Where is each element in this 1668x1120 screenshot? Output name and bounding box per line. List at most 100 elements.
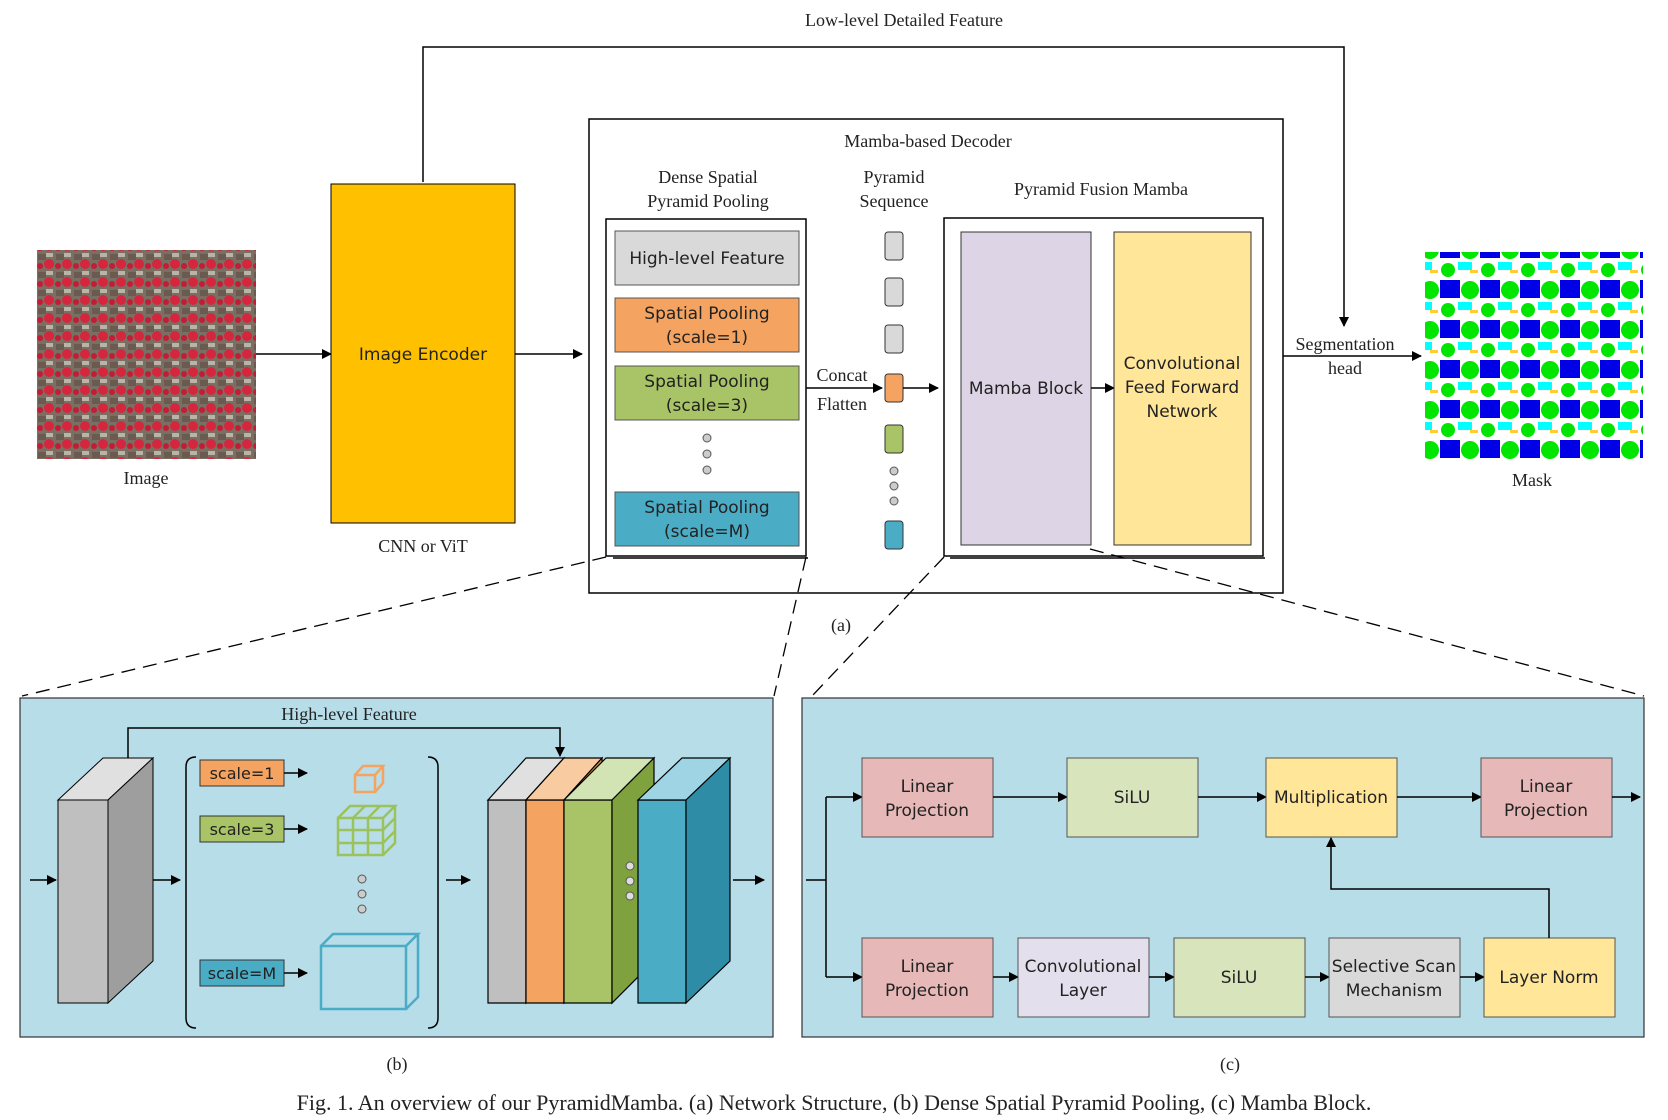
scaleM-cuboid bbox=[319, 932, 422, 1011]
pooling-scale1-box bbox=[614, 297, 800, 353]
ellipsis-dot bbox=[357, 874, 367, 884]
ellipsis-dot bbox=[889, 481, 899, 491]
cffn-line2: Feed Forward bbox=[1125, 378, 1239, 398]
image-encoder-label: Image Encoder bbox=[359, 345, 487, 365]
high-level-skip-arrow bbox=[127, 727, 565, 758]
layer-norm-label: Layer Norm bbox=[1499, 968, 1598, 988]
ellipsis-dot bbox=[702, 465, 712, 475]
right-bracket bbox=[427, 756, 439, 1029]
sequence-token-orange bbox=[884, 373, 904, 403]
scaleM-label: scale=M bbox=[208, 964, 276, 983]
linear-projection-out bbox=[1480, 757, 1613, 838]
left-bracket bbox=[185, 756, 197, 1029]
scale1-label: scale=1 bbox=[210, 764, 275, 783]
ellipsis-dot bbox=[625, 876, 635, 886]
multiplication-label: Multiplication bbox=[1274, 788, 1388, 808]
mask-label: Mask bbox=[1512, 470, 1552, 490]
scale1-cube-side bbox=[374, 766, 385, 793]
pfm-box bbox=[943, 217, 1264, 557]
selective-scan-box bbox=[1328, 937, 1461, 1018]
sub-label-a: (a) bbox=[831, 615, 851, 636]
input-cuboid-side bbox=[107, 756, 154, 1005]
pooling-scaleM-box bbox=[614, 491, 800, 547]
zoom-line-b-left bbox=[21, 556, 607, 697]
ssm-line2: Mechanism bbox=[1346, 981, 1443, 1001]
ellipsis-dot bbox=[625, 861, 635, 871]
pooling-scaleM-line1: Spatial Pooling bbox=[644, 498, 769, 518]
dspp-title-line2: Pyramid Pooling bbox=[647, 191, 769, 211]
sequence-token-blue bbox=[884, 520, 904, 550]
high-level-feature-box bbox=[614, 230, 800, 286]
sequence-token-green bbox=[884, 424, 904, 454]
aerial-image bbox=[37, 250, 256, 459]
ellipsis-dot bbox=[702, 433, 712, 443]
zoom-line-b-right bbox=[773, 556, 807, 697]
pooling-scale1-line1: Spatial Pooling bbox=[644, 304, 769, 324]
sequence-token-gray bbox=[884, 277, 904, 307]
pooling-scale3-line2: (scale=3) bbox=[666, 396, 748, 416]
seg-head-line1: Segmentation bbox=[1296, 334, 1395, 354]
flatten-label: Flatten bbox=[817, 394, 867, 414]
pooling-scaleM-line2: (scale=M) bbox=[664, 522, 750, 542]
convolutional-layer-box bbox=[1017, 937, 1150, 1018]
ellipsis-dot bbox=[702, 449, 712, 459]
image-label: Image bbox=[124, 468, 169, 488]
mamba-block-label: Mamba Block bbox=[969, 379, 1083, 399]
lin-proj-bottom-line2: Projection bbox=[885, 981, 969, 1001]
layer-norm-to-multiplication-arrow bbox=[1326, 837, 1550, 938]
lin-proj-bottom-line1: Linear bbox=[901, 957, 954, 977]
multiplication-box bbox=[1265, 757, 1398, 838]
ssm-line1: Selective Scan bbox=[1332, 957, 1456, 977]
cffn-line1: Convolutional bbox=[1124, 354, 1241, 374]
mask-image bbox=[1425, 252, 1643, 461]
mamba-block-box bbox=[960, 231, 1092, 546]
lin-proj-out-line2: Projection bbox=[1504, 801, 1588, 821]
conv-layer-line2: Layer bbox=[1059, 981, 1106, 1001]
input-cuboid-front bbox=[57, 799, 109, 1004]
zoom-line-c-left bbox=[811, 556, 945, 697]
dspp-title-line1: Dense Spatial bbox=[658, 167, 757, 187]
lin-proj-top-line1: Linear bbox=[901, 777, 954, 797]
sequence-token-gray bbox=[884, 324, 904, 354]
ellipsis-dot bbox=[625, 891, 635, 901]
sub-label-b: (b) bbox=[387, 1054, 408, 1075]
linear-projection-top bbox=[861, 757, 994, 838]
pooling-scale3-line1: Spatial Pooling bbox=[644, 372, 769, 392]
lin-proj-top-line2: Projection bbox=[885, 801, 969, 821]
scale1-tag bbox=[199, 759, 285, 787]
cffn-box bbox=[1113, 231, 1252, 546]
scale3-grid-cube bbox=[336, 804, 399, 857]
seg-head-line2: head bbox=[1328, 358, 1362, 378]
ellipsis-dot bbox=[889, 496, 899, 506]
silu-top bbox=[1066, 757, 1199, 838]
silu-bottom-label: SiLU bbox=[1221, 968, 1258, 988]
pooling-scale3-box bbox=[614, 365, 800, 421]
ellipsis-dot bbox=[357, 904, 367, 914]
linear-projection-bottom bbox=[861, 937, 994, 1018]
scale1-cube-top bbox=[354, 764, 386, 776]
scale3-label: scale=3 bbox=[210, 820, 275, 839]
conv-layer-line1: Convolutional bbox=[1025, 957, 1142, 977]
zoom-line-c-right bbox=[1089, 548, 1645, 697]
sub-label-c: (c) bbox=[1220, 1054, 1240, 1075]
mamba-decoder-title: Mamba-based Decoder bbox=[844, 131, 1011, 151]
pooling-scale1-line2: (scale=1) bbox=[666, 328, 748, 348]
encoder-caption: CNN or ViT bbox=[378, 536, 468, 556]
lin-proj-out-line1: Linear bbox=[1520, 777, 1573, 797]
pfm-title: Pyramid Fusion Mamba bbox=[1014, 179, 1188, 199]
concat-label: Concat bbox=[817, 365, 868, 385]
ellipsis-dot bbox=[889, 466, 899, 476]
cffn-line3: Network bbox=[1147, 402, 1218, 422]
ellipsis-dot bbox=[357, 889, 367, 899]
layer-norm-box bbox=[1483, 937, 1616, 1018]
concat-stack bbox=[486, 756, 732, 1005]
silu-top-label: SiLU bbox=[1114, 788, 1151, 808]
pyramid-seq-title-line1: Pyramid bbox=[864, 167, 925, 187]
sequence-token-gray bbox=[884, 231, 904, 261]
pyramid-seq-title-line2: Sequence bbox=[860, 191, 929, 211]
image-encoder-block bbox=[330, 183, 516, 524]
scale3-tag bbox=[199, 815, 285, 843]
low-level-feature-label: Low-level Detailed Feature bbox=[805, 10, 1003, 30]
low-level-feature-arrow bbox=[422, 46, 1349, 327]
